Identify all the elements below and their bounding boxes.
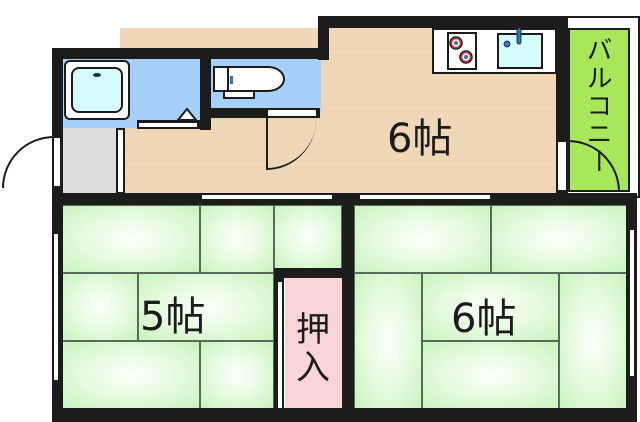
closet-label-line1: 押 [296,310,330,350]
room-label-kitchen: 6帖 [387,116,453,162]
entrance-door [2,136,54,188]
tatami-mat [62,205,200,273]
drain-icon [176,107,198,121]
wall [318,16,329,60]
tatami-mat [354,273,422,409]
closet-floor [285,278,343,408]
entrance-floor [62,128,124,194]
balcony-door-frame [556,140,568,192]
tatami-mat [422,341,559,409]
toilet-door-frame [266,108,318,118]
wall [318,16,568,28]
closet-label-line2: 入 [296,348,330,388]
window [358,193,492,201]
entrance-door-frame [52,136,62,188]
wall [52,48,324,59]
window [628,228,636,378]
tatami-mat [559,273,627,409]
bath-step [137,121,199,129]
tatami-mat [62,341,200,409]
sink-icon [497,28,543,69]
tatami-mat [62,273,138,341]
tatami-mat [274,205,342,269]
balcony-rail [566,16,640,198]
sliding-door [276,280,284,410]
toilet-icon [213,66,285,99]
room-label-6jo: 6帖 [451,296,517,342]
wall [200,48,211,130]
tatami-mat [354,205,491,273]
window [200,193,334,201]
room-label-5jo: 5帖 [140,294,206,340]
tatami-mat [200,341,274,409]
tatami-mat [422,273,559,341]
wall [274,268,354,278]
tatami-mat [200,205,274,273]
wall [342,193,354,422]
tatami-mat [491,205,627,273]
stove-icon [447,32,477,70]
sliding-door [116,128,125,194]
tatami-mat [138,273,274,341]
wall [200,108,320,118]
bathtub-icon [64,60,130,120]
balcony-label: バルコニー [582,36,612,176]
window [52,232,60,382]
